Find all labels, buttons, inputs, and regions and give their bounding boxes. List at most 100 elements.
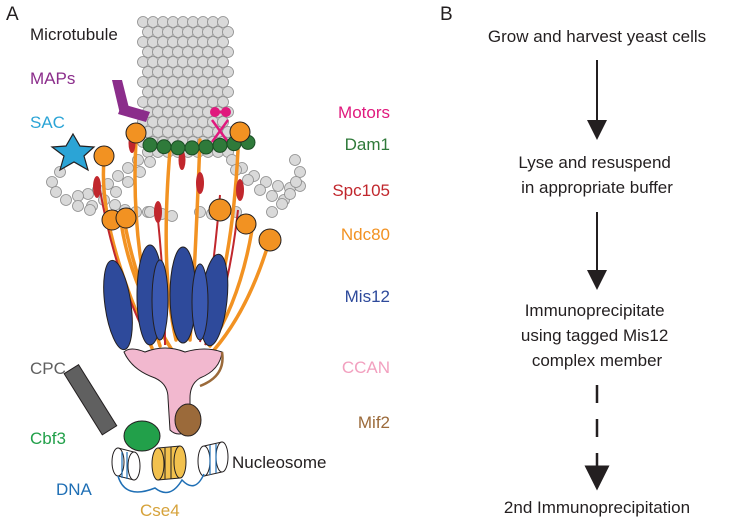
tubulin-subunit xyxy=(157,56,169,68)
cse4-nucleosome xyxy=(151,445,187,481)
tubulin-subunit xyxy=(217,56,229,68)
tubulin-subunit xyxy=(177,36,189,48)
tubulin-subunit xyxy=(172,66,184,78)
tubulin-subunit xyxy=(147,116,159,128)
maps-protein xyxy=(112,80,150,122)
tubulin-subunit xyxy=(187,16,199,28)
tubulin-subunit xyxy=(192,66,204,78)
tubulin-subunit xyxy=(162,66,174,78)
tubulin-subunit xyxy=(162,86,174,98)
tubulin-subunit xyxy=(217,36,229,48)
label-cbf3: Cbf3 xyxy=(30,429,66,448)
label-microtubule: Microtubule xyxy=(30,25,118,44)
tubulin-subunit xyxy=(112,170,124,182)
label-ndc80: Ndc80 xyxy=(341,225,390,244)
workflow-step-3: Immunoprecipitate using tagged Mis12 com… xyxy=(521,301,673,370)
tubulin-subunit xyxy=(60,194,72,206)
tubulin-subunit xyxy=(172,46,184,58)
tubulin-subunit xyxy=(242,174,254,186)
label-sac: SAC xyxy=(30,113,65,132)
tubulin-subunit xyxy=(294,166,306,178)
tubulin-subunit xyxy=(182,66,194,78)
tubulin-subunit xyxy=(266,206,278,218)
tubulin-subunit xyxy=(147,36,159,48)
spc105-ellipses xyxy=(93,133,244,223)
tubulin-subunit xyxy=(72,190,84,202)
tubulin-subunit xyxy=(207,16,219,28)
tubulin-subunit xyxy=(192,86,204,98)
nucleosome-right xyxy=(197,441,229,477)
dam1-subunit xyxy=(142,137,158,153)
tubulin-subunit xyxy=(162,106,174,118)
tubulin-subunit xyxy=(197,76,209,88)
tubulin-subunit xyxy=(147,56,159,68)
panel-label-b: B xyxy=(440,4,453,25)
tubulin-subunit xyxy=(167,16,179,28)
tubulin-subunit xyxy=(217,76,229,88)
tubulin-subunit xyxy=(84,204,96,216)
label-cpc: CPC xyxy=(30,359,66,378)
tubulin-subunit xyxy=(217,16,229,28)
tubulin-subunit xyxy=(157,116,169,128)
dam1-subunit xyxy=(170,140,186,156)
motor-protein xyxy=(210,107,231,143)
workflow-step-2-line-2: in appropriate buffer xyxy=(521,178,673,197)
tubulin-subunit xyxy=(167,56,179,68)
tubulin-subunit xyxy=(137,76,149,88)
tubulin-subunit xyxy=(222,26,234,38)
tubulin-subunit xyxy=(54,166,66,178)
tubulin-subunit xyxy=(182,106,194,118)
tubulin-subunit xyxy=(167,96,179,108)
workflow-step-3-line-1: Immunoprecipitate xyxy=(525,301,665,320)
tubulin-subunit xyxy=(137,36,149,48)
tubulin-subunit xyxy=(212,66,224,78)
tubulin-subunit xyxy=(197,96,209,108)
tubulin-subunit xyxy=(167,116,179,128)
tubulin-subunit xyxy=(152,66,164,78)
tubulin-subunit xyxy=(46,176,58,188)
tubulin-subunit xyxy=(152,26,164,38)
cpc-bar xyxy=(63,364,118,436)
tubulin-subunit xyxy=(137,16,149,28)
tubulin-subunit xyxy=(212,26,224,38)
tubulin-subunit xyxy=(152,106,164,118)
tubulin-subunit xyxy=(157,36,169,48)
workflow-step-3-line-3: complex member xyxy=(532,351,663,370)
tubulin-subunit xyxy=(260,176,272,188)
tubulin-subunit xyxy=(202,66,214,78)
tubulin-subunit xyxy=(187,76,199,88)
tubulin-subunit xyxy=(177,96,189,108)
dam1-subunit xyxy=(156,139,172,155)
tubulin-subunit xyxy=(72,200,84,212)
tubulin-subunit xyxy=(137,96,149,108)
tubulin-subunit xyxy=(192,106,204,118)
tubulin-subunit xyxy=(207,76,219,88)
tubulin-subunit xyxy=(222,86,234,98)
tubulin-subunit xyxy=(167,36,179,48)
tubulin-subunit xyxy=(110,186,122,198)
tubulin-subunit xyxy=(172,106,184,118)
tubulin-subunit xyxy=(157,76,169,88)
tubulin-subunit xyxy=(276,198,288,210)
workflow-step-1-line-1: Grow and harvest yeast cells xyxy=(488,27,706,46)
tubulin-subunit xyxy=(157,16,169,28)
tubulin-subunit xyxy=(197,116,209,128)
tubulin-subunit xyxy=(147,76,159,88)
tubulin-subunit xyxy=(222,46,234,58)
tubulin-subunit xyxy=(50,186,62,198)
tubulin-subunit xyxy=(122,162,134,174)
tubulin-subunit xyxy=(192,46,204,58)
tubulin-subunit xyxy=(172,126,184,138)
tubulin-subunit xyxy=(177,16,189,28)
tubulin-subunit xyxy=(144,156,156,168)
tubulin-subunit xyxy=(152,86,164,98)
tubulin-subunit xyxy=(144,206,156,218)
label-cse4: Cse4 xyxy=(140,501,180,520)
tubulin-subunit xyxy=(162,126,174,138)
tubulin-subunit xyxy=(207,96,219,108)
tubulin-subunit xyxy=(187,36,199,48)
ndc80-heads xyxy=(93,121,282,252)
tubulin-subunit xyxy=(182,26,194,38)
cbf3-complex xyxy=(123,420,161,452)
